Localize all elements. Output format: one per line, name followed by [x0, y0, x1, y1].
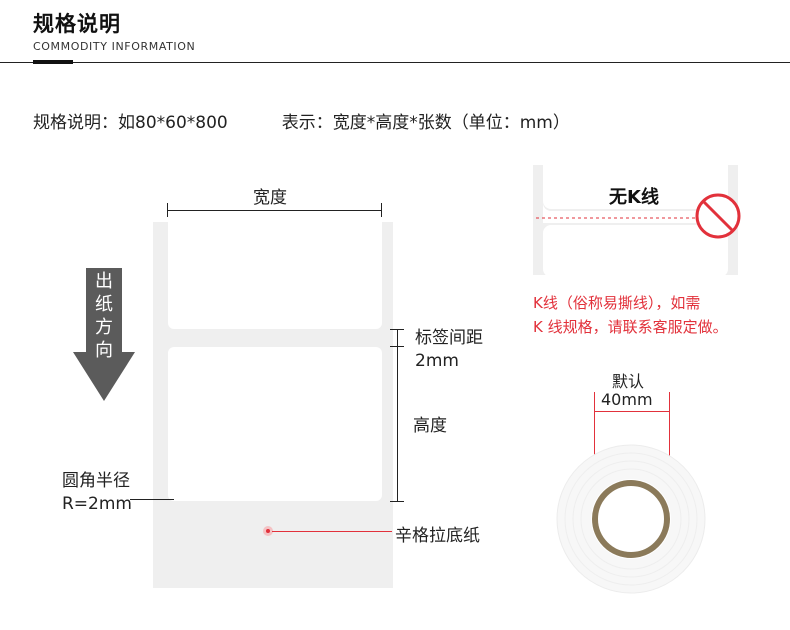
corner-radius-value: R=2mm — [62, 494, 132, 514]
liner-callout-line — [272, 531, 392, 532]
roll-core-size: 40mm — [601, 390, 653, 409]
gap-label-title: 标签间距 — [415, 328, 483, 348]
gap-dimension-tick-top — [390, 329, 404, 330]
width-label: 宽度 — [253, 188, 287, 208]
gap-label: 标签间距 2mm — [415, 327, 483, 373]
corner-radius-title: 圆角半径 — [62, 471, 130, 491]
prohibited-icon — [695, 193, 741, 239]
liner-label: 辛格拉底纸 — [395, 526, 480, 546]
label-roll-icon — [556, 444, 706, 594]
core-dimension-line — [594, 411, 670, 412]
gap-dimension-tick-bottom — [390, 346, 404, 347]
spec-meaning: 表示：宽度*高度*张数（单位：mm） — [281, 113, 570, 133]
k-line-note: K线（俗称易撕线），如需 K 线规格，请联系客服定做。 — [533, 291, 763, 339]
width-dimension-line — [167, 210, 382, 211]
page-title: 规格说明 — [33, 12, 121, 36]
gap-dimension-line — [397, 329, 398, 347]
k-line-note-line2: K 线规格，请联系客服定做。 — [533, 318, 728, 336]
roll-default-label: 默认 — [612, 372, 645, 391]
header-divider — [0, 62, 790, 63]
page-subtitle: COMMODITY INFORMATION — [33, 40, 196, 53]
core-dimension-right — [669, 392, 670, 462]
label-sheet — [168, 347, 382, 501]
core-dimension-left — [594, 392, 595, 462]
paper-direction-text: 出纸方向 — [95, 271, 113, 361]
paper-direction-arrow-icon — [73, 268, 135, 401]
header-divider-accent — [33, 60, 73, 64]
spec-description: 规格说明：如80*60*800 表示：宽度*高度*张数（单位：mm） — [33, 108, 570, 133]
corner-radius-pointer — [130, 499, 174, 500]
label-sheet-top — [168, 212, 382, 329]
width-dimension-tick-right — [381, 203, 382, 217]
height-dimension-tick-bottom — [390, 501, 404, 502]
liner-callout-dot — [263, 526, 273, 536]
height-label: 高度 — [413, 416, 447, 436]
gap-label-value: 2mm — [415, 351, 459, 371]
corner-radius-label: 圆角半径 R=2mm — [62, 470, 132, 516]
k-line-note-line1: K线（俗称易撕线），如需 — [533, 294, 701, 312]
no-k-line-title: 无K线 — [609, 187, 659, 208]
height-dimension-line — [397, 347, 398, 501]
no-k-line-diagram — [533, 165, 741, 275]
spec-example: 规格说明：如80*60*800 — [33, 113, 228, 133]
width-dimension-tick-left — [167, 203, 168, 217]
